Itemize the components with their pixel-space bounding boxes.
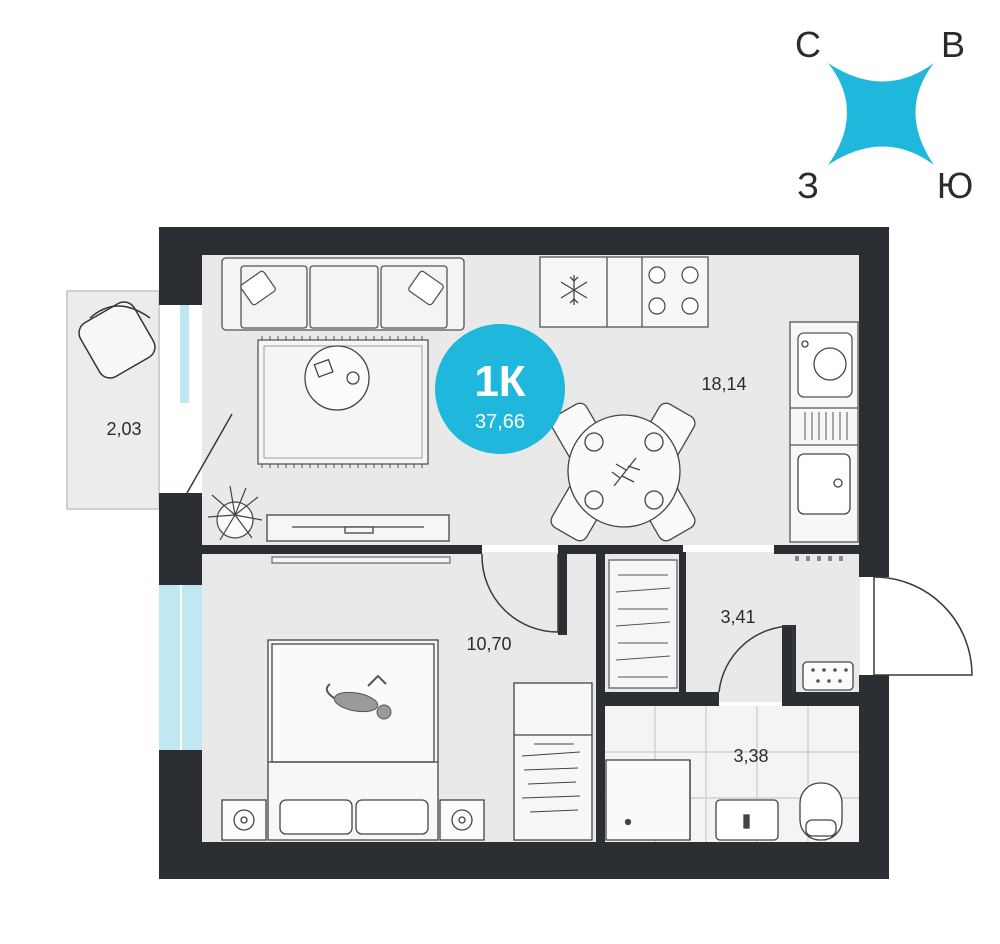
inner-wall-closet-right	[679, 552, 686, 692]
inner-wall-kitchen-right	[774, 545, 859, 554]
entrance-door	[873, 576, 973, 676]
sofa-icon	[221, 257, 465, 331]
armchair-icon	[78, 301, 156, 379]
compass-east: В	[941, 24, 965, 65]
compass-star-icon	[828, 63, 934, 165]
inner-wall-bedroom-top-left	[202, 545, 482, 554]
bathroom-area: 3,38	[733, 746, 768, 766]
inner-wall-bath-top-right	[793, 692, 859, 706]
inner-wall-bath-top-left	[596, 692, 719, 706]
inner-wall-hall-right	[782, 625, 796, 706]
inner-wall-bedroom-right	[558, 545, 567, 635]
bathroom-door	[718, 625, 794, 693]
outer-wall-left-top	[159, 227, 202, 305]
bed-icon	[267, 639, 439, 841]
outer-wall-bottom	[159, 842, 889, 879]
outer-wall-left-mid	[159, 493, 202, 585]
compass: С В З Ю	[795, 24, 973, 206]
kitchen-vent	[795, 556, 843, 561]
dresser-icon	[513, 682, 593, 841]
compass-west: З	[797, 165, 819, 206]
compass-north: С	[795, 24, 821, 65]
toilet-icon	[799, 782, 843, 841]
apartment-total-area: 37,66	[475, 411, 525, 433]
outer-wall-top	[159, 227, 889, 255]
compass-south: Ю	[937, 165, 973, 206]
walls	[159, 227, 889, 879]
shoe-mat-icon	[802, 661, 854, 691]
windows	[159, 305, 202, 750]
outer-wall-right-bottom	[859, 675, 889, 879]
coffee-table-icon	[304, 345, 370, 411]
dining-table-icon	[550, 402, 696, 542]
badge-circle	[435, 324, 565, 454]
balcony-door	[186, 413, 233, 494]
balcony-area: 2,03	[106, 419, 141, 439]
kitchen-living-area: 18,14	[701, 374, 746, 394]
stove-icon	[648, 266, 699, 315]
kitchen-sink-icon	[797, 453, 851, 515]
inner-wall-bedroom-top-right	[565, 545, 683, 554]
tv-stand-icon	[266, 514, 450, 542]
shower-icon	[605, 759, 691, 841]
freezer-icon	[560, 275, 588, 305]
wardrobe-rail	[271, 556, 451, 564]
apartment-badge: 1К 37,66	[435, 324, 565, 454]
hall-area: 3,41	[720, 607, 755, 627]
doors	[186, 413, 973, 693]
room-labels: 2,03 18,14 10,70 3,41 3,38	[106, 374, 768, 766]
cat-icon	[325, 674, 392, 720]
apartment-type: 1К	[474, 357, 525, 406]
bedroom-area: 10,70	[466, 634, 511, 654]
dish-rack-icon	[804, 412, 848, 440]
plant-icon	[207, 485, 263, 541]
washing-machine-icon	[801, 340, 847, 381]
balcony-window	[180, 305, 189, 403]
outer-wall-right-top	[859, 227, 889, 577]
bedroom-door	[481, 554, 559, 633]
bathroom-sink-icon	[715, 799, 779, 841]
closet-icon	[608, 559, 678, 689]
nightstand-icon	[221, 799, 485, 841]
